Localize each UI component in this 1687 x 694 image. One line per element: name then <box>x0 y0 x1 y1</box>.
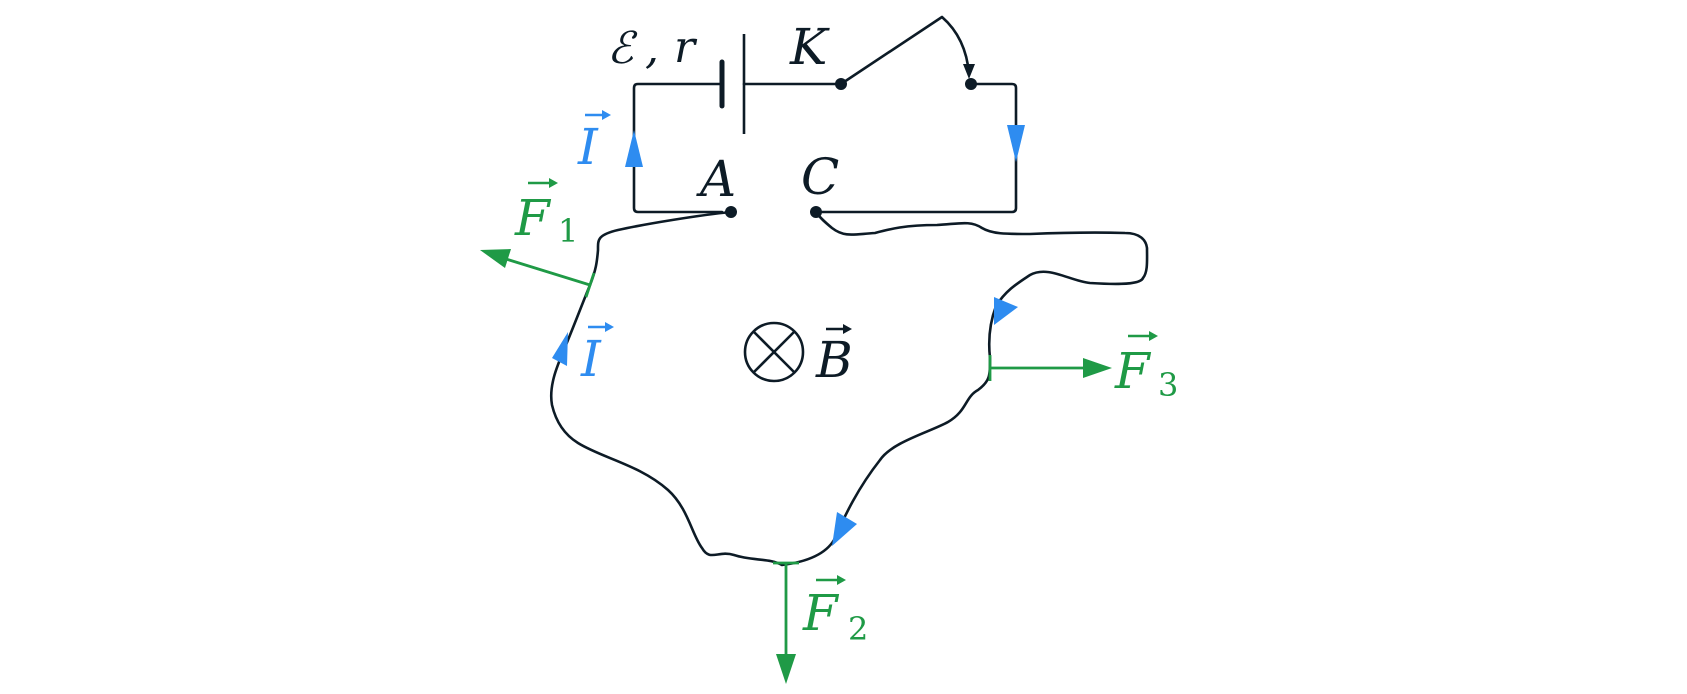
current-arrow-right-wire <box>1007 125 1025 162</box>
current-arrow-loop-right-upper <box>994 297 1018 325</box>
force-1-tick <box>584 272 596 298</box>
force-3-label: F 3 <box>1114 331 1178 404</box>
svg-text:3: 3 <box>1158 366 1178 404</box>
field-label: B <box>815 324 853 389</box>
emf-label: ℰ <box>607 23 638 74</box>
current-arrow-left-wire <box>625 130 643 167</box>
svg-text:2: 2 <box>848 610 868 648</box>
force-1-arrowhead <box>480 249 511 268</box>
force-2-arrowhead <box>776 654 796 684</box>
switch-terminal-right <box>965 78 977 90</box>
force-1-line <box>505 257 591 287</box>
terminal-c-label: C <box>801 148 839 206</box>
svg-text:I: I <box>580 330 602 388</box>
svg-text:B: B <box>815 331 853 389</box>
svg-text:I: I <box>577 118 599 176</box>
current-label-loop: I <box>580 322 614 388</box>
svg-text:1: 1 <box>558 212 578 250</box>
current-label-top: I <box>577 110 611 176</box>
force-1-label: F 1 <box>514 178 578 250</box>
wire-loop <box>549 210 1149 567</box>
current-arrow-loop-left <box>552 332 568 366</box>
switch-blade <box>839 15 971 86</box>
svg-text:F: F <box>802 584 840 642</box>
switch-blade-tip <box>963 64 975 79</box>
force-2-label: F 2 <box>802 575 868 648</box>
svg-text:F: F <box>514 189 552 247</box>
current-arrow-loop-right-lower <box>832 512 857 546</box>
svg-text:F: F <box>1114 342 1152 400</box>
field-into-page-icon <box>743 321 805 383</box>
switch-label: K <box>789 18 830 76</box>
force-3-arrowhead <box>1083 358 1112 378</box>
terminal-a-label: A <box>696 150 736 208</box>
emf-separator: , <box>645 23 659 74</box>
wire-right <box>814 82 1018 214</box>
switch-terminal-left <box>835 78 847 90</box>
internal-resistance-label: r <box>674 22 698 73</box>
